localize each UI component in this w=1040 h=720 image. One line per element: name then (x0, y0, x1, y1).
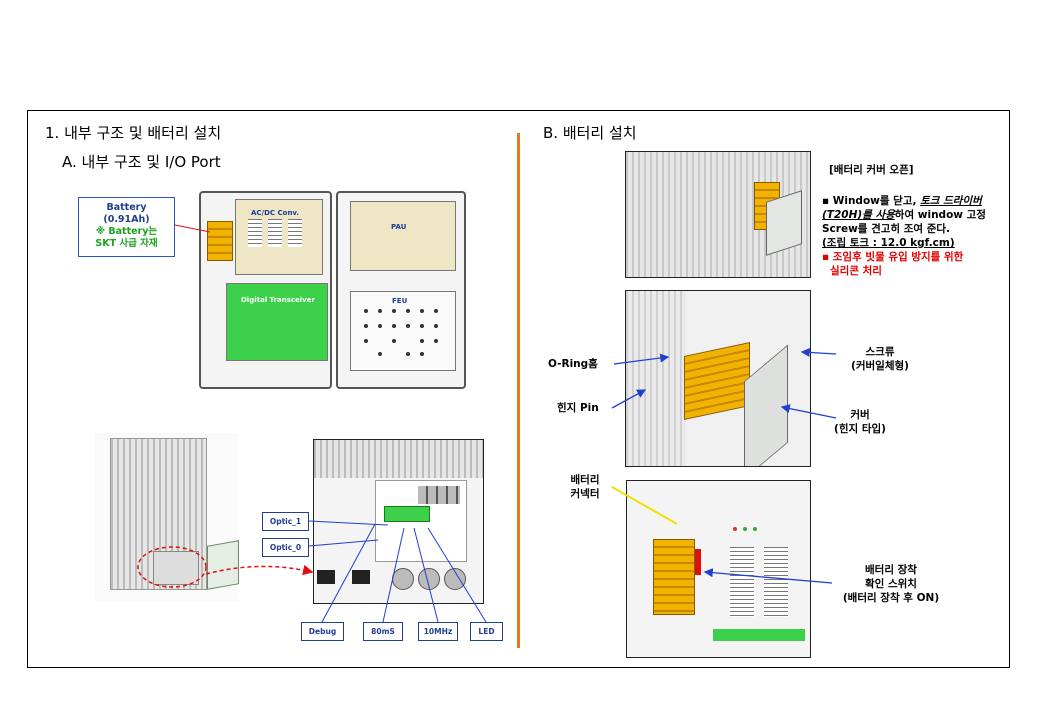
label-screw-line2: (커버일체형) (851, 360, 909, 372)
note-line1-prefix: ▪ Window를 닫고, (822, 195, 921, 207)
zoom-connectors (418, 486, 460, 504)
cover-photo-fins (626, 291, 686, 466)
section-a-title: 1. 내부 구조 및 배터리 설치 (45, 124, 222, 142)
cover-open-title: [배터리 커버 오픈] (829, 164, 914, 176)
zoom-fins (314, 440, 483, 478)
port-box-80ms: 80mS (363, 622, 403, 641)
highlight-ellipse (137, 546, 207, 588)
board-led (733, 527, 737, 531)
label-connector-line1: 배터리 (570, 474, 600, 486)
zoom-port-80ms (352, 570, 370, 584)
label-cover: 커버 (힌지 타입) (828, 408, 892, 436)
zoom-arrow (205, 564, 314, 576)
note-line4: (조립 토크 : 12.0 kgf.cm) (822, 237, 955, 249)
feu-module (350, 291, 456, 371)
note-line1-emph: 토크 드라이버 (920, 195, 982, 207)
acdc-vent (248, 219, 262, 247)
label-screw-line1: 스크류 (865, 346, 895, 358)
note-line2-emph: (T20H)를 사용 (822, 209, 895, 221)
battery-cover-photo (625, 290, 811, 467)
port-box-led: LED (470, 622, 503, 641)
instruction-note: ▪ Window를 닫고, 토크 드라이버 (T20H)를 사용하여 windo… (822, 194, 986, 278)
section-b-title: B. 배터리 설치 (543, 124, 637, 142)
digital-transceiver-label: Digital Transceiver (241, 296, 315, 304)
port-box-optic1: Optic_1 (262, 512, 309, 531)
board-pcb (713, 629, 805, 641)
battery-callout-note1: ※ Battery는 (95, 226, 158, 237)
battery-callout-capacity: (0.91Ah) (103, 214, 150, 225)
io-panel-zoom-photo (313, 439, 484, 604)
port-box-10mhz: 10MHz (418, 622, 458, 641)
battery-callout-name: Battery (106, 202, 147, 213)
board-led (753, 527, 757, 531)
zoom-gland (444, 568, 466, 590)
note-red-line2: 실리콘 처리 (830, 265, 882, 277)
battery-callout-note2: SKT 사급 자재 (95, 238, 158, 249)
digital-transceiver-board (226, 283, 328, 361)
port-box-optic0: Optic_0 (262, 538, 309, 557)
zoom-pcb (384, 506, 430, 522)
acdc-vent (288, 219, 302, 247)
label-hinge-pin: 힌지 Pin (557, 402, 599, 414)
section-a-subtitle: A. 내부 구조 및 I/O Port (62, 153, 221, 171)
slide-frame (27, 110, 1010, 668)
installed-battery (653, 539, 695, 615)
cover-open-photo (625, 151, 811, 278)
port-box-debug: Debug (301, 622, 344, 641)
label-cover-line1: 커버 (850, 409, 870, 421)
right-enclosure (336, 191, 466, 389)
label-cover-line2: (힌지 타입) (834, 423, 886, 435)
board-vent (730, 547, 754, 617)
label-screw: 스크류 (커버일체형) (838, 345, 922, 373)
battery-callout-arrow (174, 224, 211, 233)
install-switch (695, 549, 701, 575)
acdc-label: AC/DC Conv. (251, 209, 300, 217)
small-enclosure-photo (95, 433, 239, 601)
battery-connector-photo (626, 480, 811, 658)
section-divider (517, 133, 520, 648)
acdc-vent (268, 219, 282, 247)
zoom-gland (418, 568, 440, 590)
label-switch-line1: 배터리 장착 (865, 564, 917, 576)
note-line2-suffix: 하여 window 고정 (894, 209, 986, 221)
battery-callout: Battery (0.91Ah) ※ Battery는 SKT 사급 자재 (78, 197, 175, 257)
io-panel-small (153, 551, 199, 585)
label-switch-line3: (배터리 장착 후 ON) (842, 592, 940, 604)
feu-label: FEU (392, 297, 408, 305)
zoom-port-debug (317, 570, 335, 584)
label-oring: O-Ring홈 (548, 358, 598, 370)
board-led (743, 527, 747, 531)
label-connector-line2: 커넥터 (570, 488, 600, 500)
pau-label: PAU (391, 223, 407, 231)
battery-pack (207, 221, 233, 261)
note-line3: Screw를 견고히 조여 준다. (822, 223, 951, 235)
pau-module (350, 201, 456, 271)
label-connector: 배터리 커넥터 (560, 473, 610, 501)
label-switch-line2: 확인 스위치 (865, 578, 917, 590)
note-red-line1: ▪ 조임후 빗물 유입 방지를 위한 (822, 251, 964, 263)
label-switch: 배터리 장착 확인 스위치 (배터리 장착 후 ON) (832, 563, 950, 605)
board-vent (764, 547, 788, 617)
